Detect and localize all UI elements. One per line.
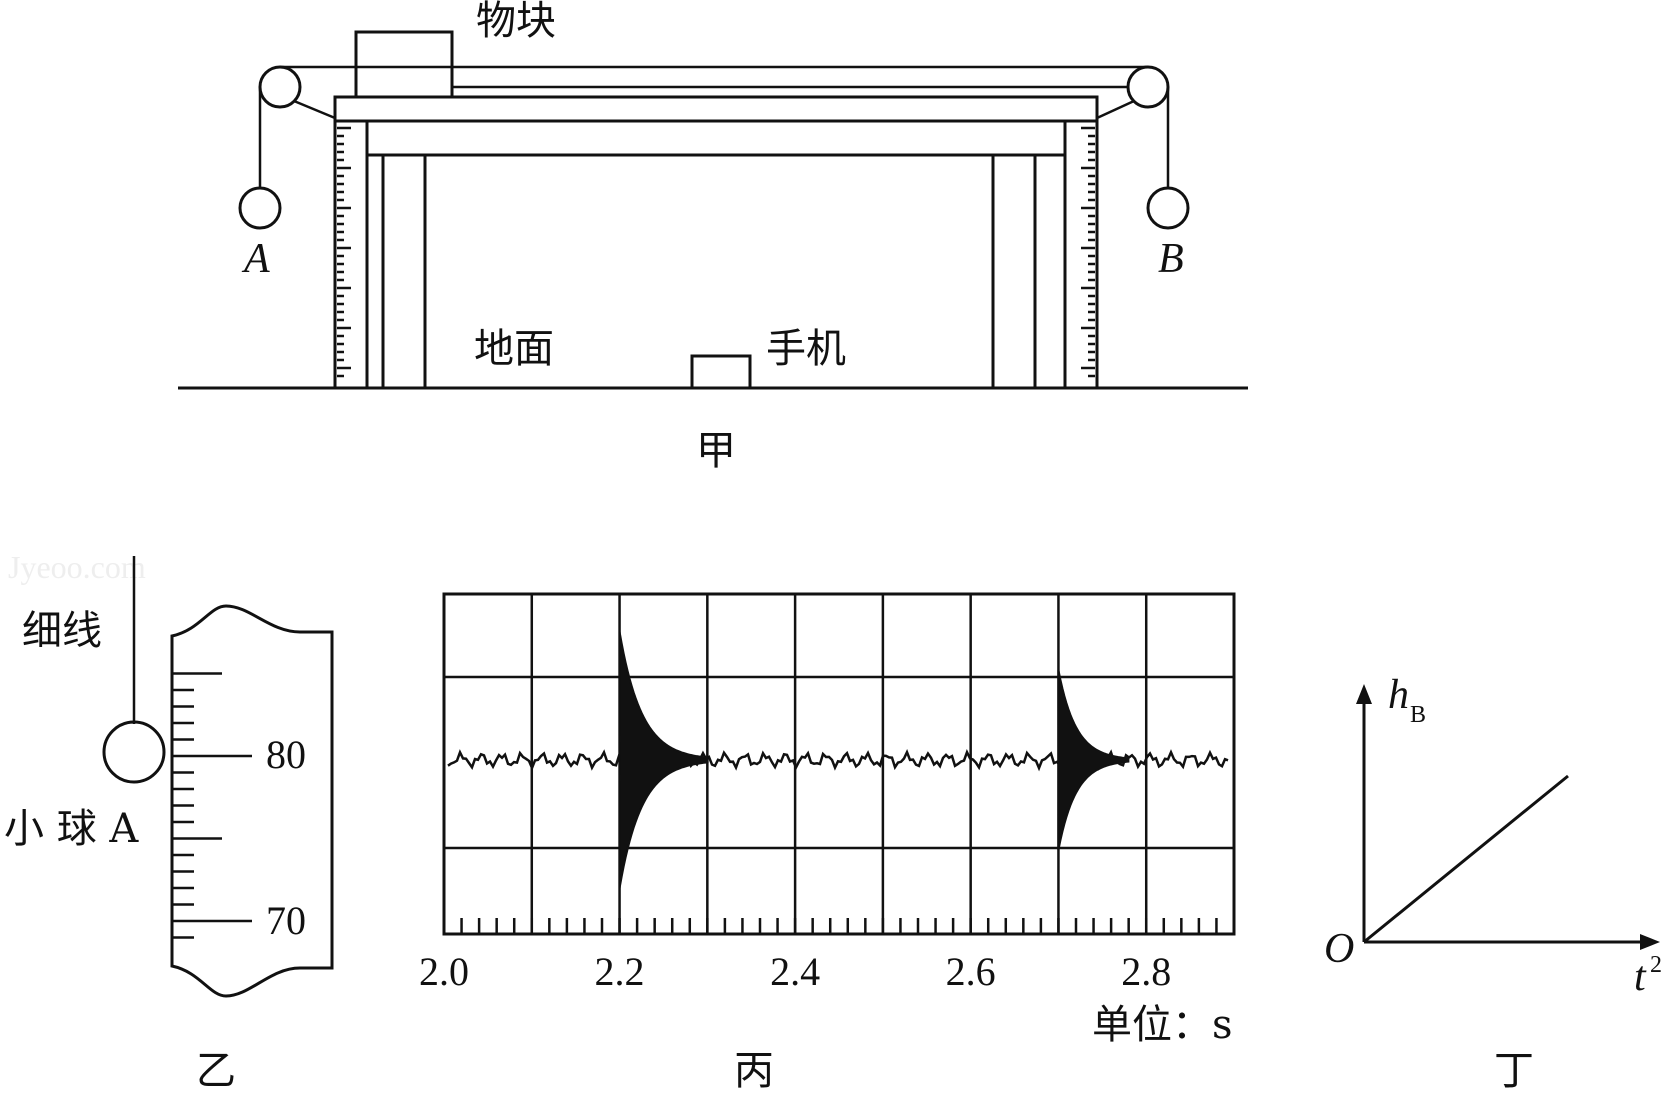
table-frame bbox=[365, 119, 1067, 157]
figure-bing: 2.0 2.2 2.4 2.6 2.8 单位：s 丙 bbox=[419, 592, 1236, 1094]
ball-b bbox=[1146, 186, 1190, 230]
chart-frame bbox=[442, 592, 1236, 936]
left-leg-inner bbox=[365, 153, 385, 390]
figure-yi: 细线 小 球 A 80 70 乙 bbox=[4, 556, 334, 1094]
tick-label-70: 70 bbox=[266, 898, 306, 943]
tick-label-80: 80 bbox=[266, 732, 306, 777]
figure-jia: 物块 A B 地面 手机 甲 bbox=[178, 0, 1248, 474]
tick-label: 2.2 bbox=[595, 949, 645, 994]
block-label: 物块 bbox=[476, 0, 556, 44]
ruler-ticks bbox=[172, 672, 252, 939]
ground-label: 地面 bbox=[474, 326, 554, 372]
signal-spike bbox=[1057, 669, 1130, 851]
tick-label: 2.8 bbox=[1121, 949, 1171, 994]
signal-spikes bbox=[618, 631, 1130, 889]
right-ruler bbox=[1063, 119, 1099, 390]
chart-unit-label: 单位：s bbox=[1092, 1002, 1233, 1048]
phone bbox=[690, 354, 752, 390]
y-axis-label-sub: B bbox=[1410, 702, 1426, 728]
phone-label: 手机 bbox=[766, 326, 846, 372]
signal-spike bbox=[618, 631, 709, 889]
x-axis-label-sup: 2 bbox=[1650, 952, 1662, 978]
pulley-left-mount bbox=[293, 99, 336, 120]
ruler-body bbox=[170, 604, 334, 998]
caption-yi: 乙 bbox=[196, 1048, 236, 1094]
pulley-right-mount bbox=[1096, 99, 1135, 120]
watermark: Jyeoo.com bbox=[8, 549, 146, 585]
left-ruler-ticks bbox=[337, 126, 351, 378]
hb-line bbox=[1363, 774, 1569, 944]
origin-label: O bbox=[1324, 926, 1354, 972]
chart-tick-labels: 2.0 2.2 2.4 2.6 2.8 bbox=[419, 949, 1171, 994]
right-leg-inner bbox=[1033, 153, 1067, 390]
tick-label: 2.0 bbox=[419, 949, 469, 994]
y-axis-arrow bbox=[1356, 684, 1372, 704]
table-top bbox=[333, 95, 1099, 123]
x-axis-label: t bbox=[1634, 954, 1647, 1000]
ball-b-label: B bbox=[1158, 236, 1184, 282]
caption-bing: 丙 bbox=[734, 1048, 774, 1094]
tick-label: 2.4 bbox=[770, 949, 820, 994]
caption-jia: 甲 bbox=[696, 428, 736, 474]
right-leg bbox=[991, 153, 1037, 390]
chart-minor-ticks bbox=[442, 918, 1236, 934]
ball-label: 小 球 A bbox=[4, 806, 139, 852]
figure-ding: h B O t 2 丁 bbox=[1324, 672, 1662, 1094]
ball-a bbox=[238, 186, 282, 230]
block bbox=[354, 30, 454, 99]
y-axis-label: h bbox=[1388, 672, 1409, 718]
caption-ding: 丁 bbox=[1494, 1048, 1534, 1094]
ball-a-label: A bbox=[241, 236, 270, 282]
x-axis-arrow bbox=[1640, 934, 1660, 950]
left-leg bbox=[381, 153, 427, 390]
thread-label: 细线 bbox=[22, 608, 102, 654]
right-ruler-ticks bbox=[1081, 126, 1095, 378]
tick-label: 2.6 bbox=[946, 949, 996, 994]
ball-a-small bbox=[102, 720, 166, 784]
